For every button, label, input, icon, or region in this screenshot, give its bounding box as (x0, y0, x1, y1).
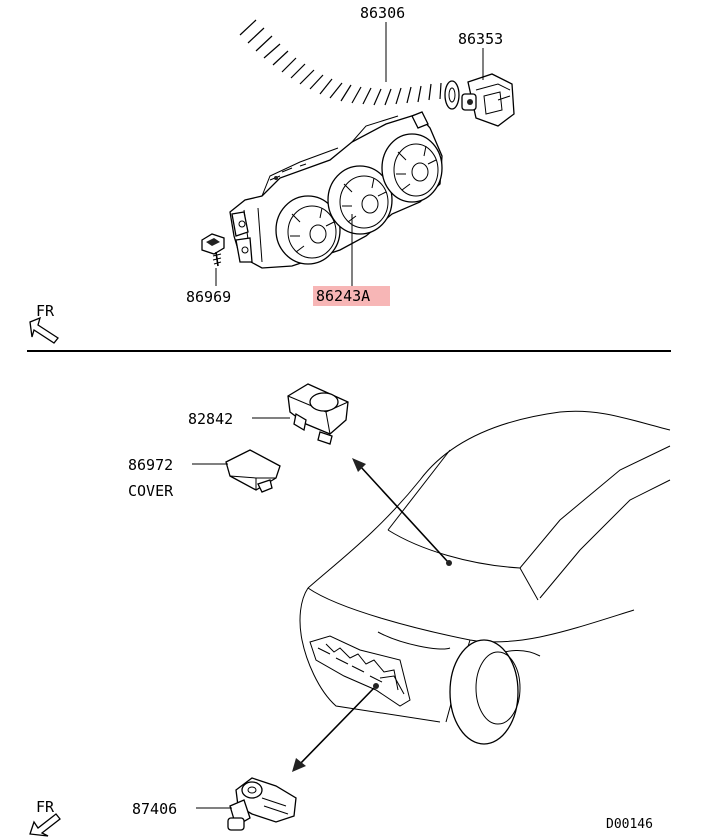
label-duct: 86306 (360, 4, 405, 22)
car-outline (299, 410, 671, 745)
sensor-bottom (227, 777, 297, 831)
label-screw: 86969 (186, 288, 231, 306)
location-dot-sensor (373, 683, 379, 689)
label-control-unit: 86243A (316, 287, 370, 305)
fr-mark-top: FR (36, 302, 55, 320)
highlight-control-unit (313, 286, 390, 306)
arrow-line-switch (359, 465, 449, 563)
label-cover-text: COVER (128, 482, 174, 500)
arrow-head-sensor (292, 758, 306, 772)
front-direction-arrow-top (29, 316, 59, 344)
label-sensor-top: 86353 (458, 30, 503, 48)
location-dot-switch (446, 560, 452, 566)
screw (201, 233, 225, 267)
duct-hose (237, 19, 460, 110)
front-direction-arrow-bottom (29, 813, 61, 837)
sensor-top (461, 73, 515, 127)
label-cover-part: 86972 (128, 456, 173, 474)
label-switch: 82842 (188, 410, 233, 428)
arrow-head-switch (352, 458, 366, 472)
switch-part (287, 383, 349, 445)
arrow-line-sensor (297, 687, 375, 767)
diagram-code: D00146 (606, 817, 653, 832)
cover-part (225, 449, 281, 493)
control-unit (229, 111, 443, 269)
label-sensor-bottom: 87406 (132, 800, 177, 818)
fr-mark-bottom: FR (36, 798, 55, 816)
